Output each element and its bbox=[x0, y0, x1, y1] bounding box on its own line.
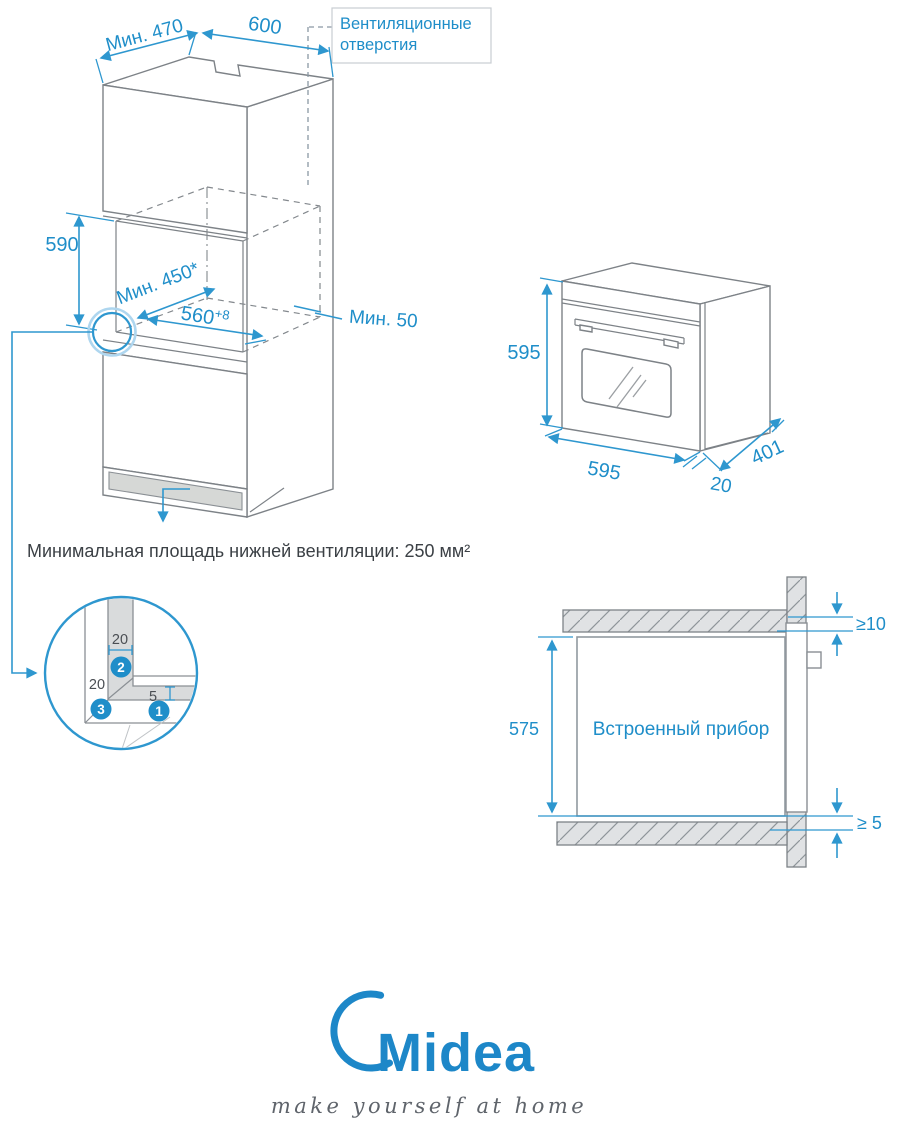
cabinet-lower-door bbox=[102, 351, 248, 490]
dim-min450: Мин. 450* bbox=[114, 258, 203, 309]
vent-label-leader bbox=[307, 26, 332, 186]
vent-label-line1: Вентиляционные bbox=[340, 15, 472, 33]
vent-holes-label: Вентиляционные отверстия bbox=[331, 7, 492, 64]
bottom-vent-arrow bbox=[157, 488, 190, 523]
midea-ring-icon bbox=[330, 990, 393, 1072]
vent-label-line2: отверстия bbox=[340, 36, 417, 54]
appliance-box bbox=[576, 636, 786, 817]
svg-text:2: 2 bbox=[117, 660, 125, 675]
detail-badge-2: 2 bbox=[110, 656, 132, 678]
svg-text:3: 3 bbox=[97, 702, 105, 717]
dim-bottom-gap: ≥ 5 bbox=[857, 813, 882, 833]
section-bottom-shelf bbox=[556, 821, 788, 846]
appliance-latch bbox=[806, 651, 822, 669]
oven-dimensions: 595 595 401 20 bbox=[507, 277, 787, 498]
svg-text:1: 1 bbox=[155, 704, 163, 719]
dim-oven-front: 20 bbox=[709, 473, 733, 497]
section-top-shelf bbox=[562, 609, 788, 633]
corner-detail-circle: 20 20 5 2 3 1 bbox=[43, 595, 199, 751]
midea-tagline: make yourself at home bbox=[271, 1094, 587, 1118]
detail-badge-3: 3 bbox=[90, 698, 112, 720]
bottom-vent-note: Минимальная площадь нижней вентиляции: 2… bbox=[27, 541, 470, 561]
dim-min50: Мин. 50 bbox=[348, 307, 418, 333]
detail-dim-20-top: 20 bbox=[112, 632, 128, 648]
oven-handle bbox=[574, 318, 685, 349]
midea-logo: Midea make yourself at home bbox=[271, 990, 587, 1118]
dim-600: 600 bbox=[247, 13, 283, 39]
detail-badge-1: 1 bbox=[148, 700, 170, 722]
appliance-front-trim bbox=[785, 622, 808, 813]
detail-dim-5: 5 bbox=[149, 689, 157, 705]
cabinet-upper-door bbox=[102, 84, 248, 234]
window-shine bbox=[608, 366, 647, 408]
midea-wordmark: Midea bbox=[377, 1023, 535, 1083]
detail-dim-20-left: 20 bbox=[89, 677, 105, 693]
dim-oven-width: 595 bbox=[586, 457, 623, 484]
dim-560: 560+8 bbox=[179, 300, 230, 331]
dim-oven-height: 595 bbox=[507, 342, 540, 364]
niche-section-drawing: Встроенный прибор 575 ≥10 ≥ 5 bbox=[509, 576, 886, 868]
dim-590: 590 bbox=[45, 234, 78, 256]
oven-door-window bbox=[581, 348, 672, 418]
corner-zoom-marker bbox=[11, 307, 137, 679]
bottom-vent-opening bbox=[108, 471, 243, 511]
appliance-label: Встроенный прибор bbox=[593, 719, 770, 740]
dim-section-575: 575 bbox=[509, 719, 539, 739]
dim-min470: Мин. 470 bbox=[104, 15, 186, 56]
oven-drawing: 595 595 401 20 bbox=[507, 262, 787, 498]
oven-side-face bbox=[699, 285, 771, 452]
dim-top-gap: ≥10 bbox=[856, 614, 886, 634]
